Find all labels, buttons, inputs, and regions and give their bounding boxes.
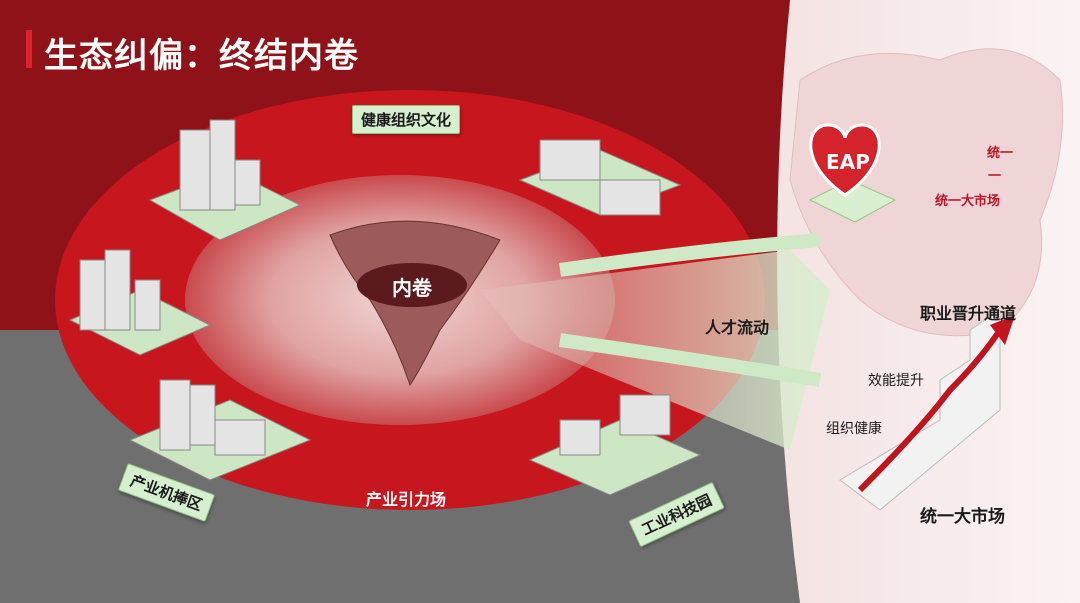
map-label-mid: 一 <box>988 169 1002 184</box>
career-channel-title: 职业晋升通道 <box>920 304 1017 323</box>
bottom-label-market: 统一大市场 <box>920 507 1005 527</box>
center-label-involution: 内卷 <box>392 276 432 300</box>
building-clusters <box>68 119 702 496</box>
label-gravity-field: 产业引力场 <box>366 490 447 509</box>
tag-healthy-culture: 健康组织文化 <box>352 105 461 134</box>
page-title: 生态纠偏：终结内卷 <box>44 36 359 76</box>
map-label-market: 统一大市场 <box>935 194 1001 209</box>
career-arrow <box>857 328 1003 493</box>
label-talent-flow: 人才流动 <box>705 318 770 337</box>
eap-badge-label: EAP <box>826 150 870 174</box>
step-label-efficiency: 效能提升 <box>868 373 924 389</box>
china-map-outline <box>789 48 1063 337</box>
map-label-top: 统一 <box>987 146 1014 161</box>
step-label-org-health: 组织健康 <box>826 421 882 437</box>
eap-badge <box>808 123 897 223</box>
title-accent-bar <box>26 30 32 68</box>
